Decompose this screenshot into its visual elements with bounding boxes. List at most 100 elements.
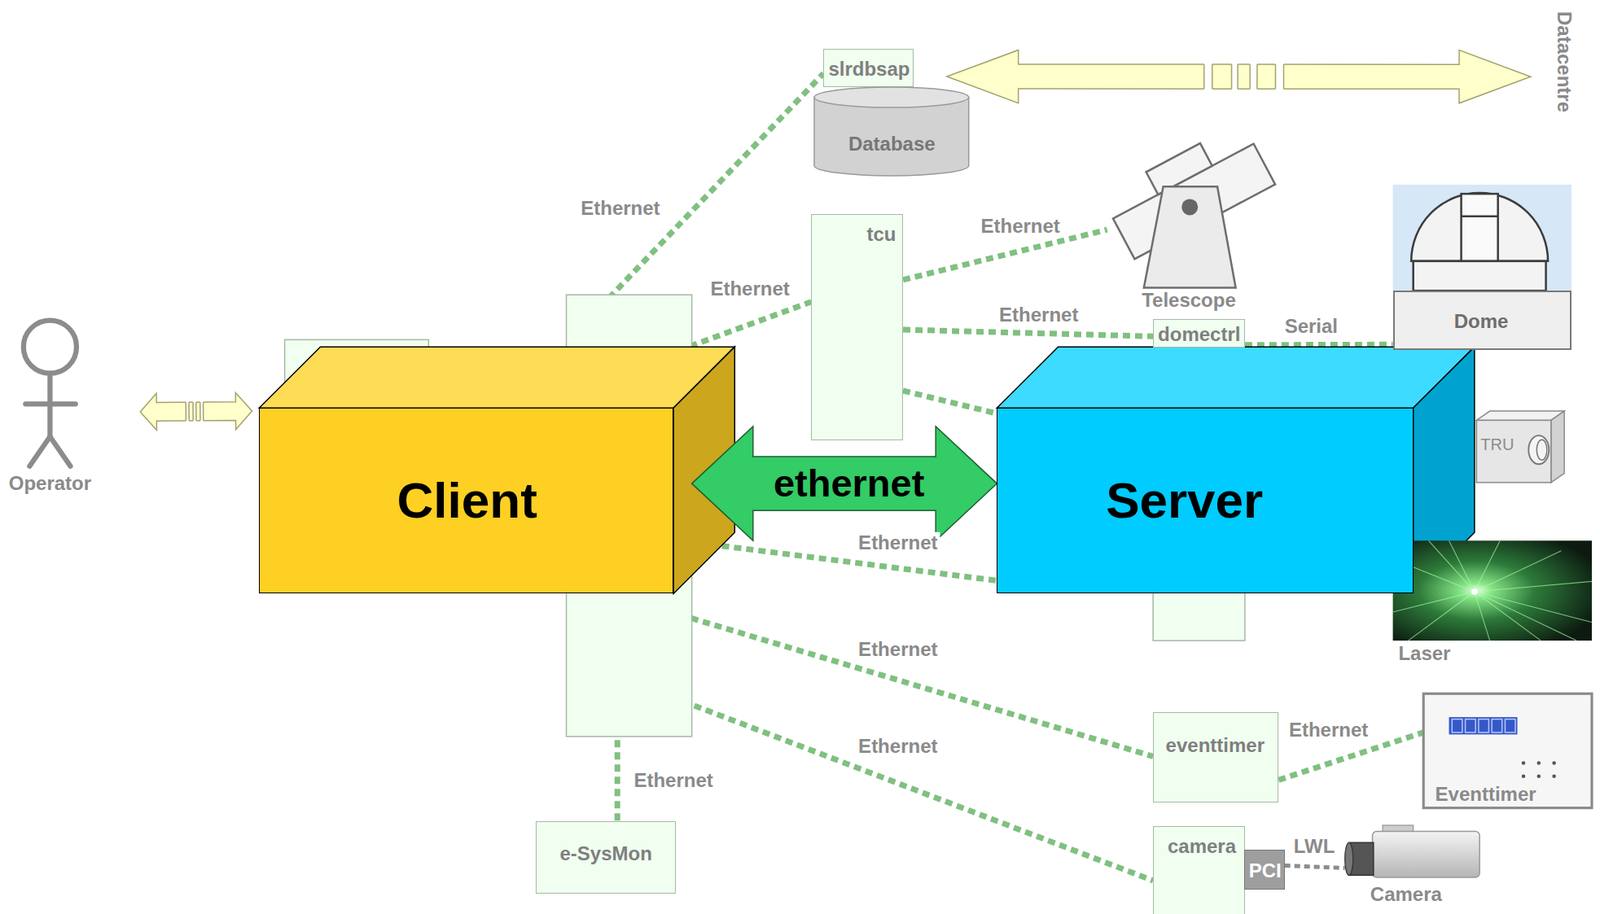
process-box: e-SysMon bbox=[535, 821, 676, 895]
dome-illustration bbox=[1393, 184, 1572, 291]
laser-image bbox=[1393, 591, 1475, 613]
eventtimer-device bbox=[1423, 693, 1592, 808]
node-text: e-SysMon bbox=[559, 842, 652, 866]
eventtimer-device bbox=[1521, 775, 1526, 780]
link-label: Ethernet bbox=[996, 304, 1081, 326]
laser-image bbox=[1474, 591, 1541, 641]
block-arrow bbox=[946, 49, 1531, 103]
break-mark bbox=[1203, 64, 1206, 89]
operator-figure bbox=[23, 320, 77, 467]
operator-figure bbox=[25, 401, 75, 407]
server-3d-faces bbox=[996, 346, 1474, 594]
break-mark bbox=[192, 400, 197, 423]
laser-image bbox=[1474, 591, 1577, 641]
break-mark bbox=[202, 402, 205, 421]
break-mark bbox=[1249, 62, 1258, 91]
break-mark bbox=[1231, 62, 1239, 91]
block-arrow bbox=[946, 49, 1531, 103]
eventtimer-device bbox=[1521, 761, 1526, 766]
link-label: Ethernet bbox=[631, 769, 715, 791]
break-mark bbox=[1231, 64, 1233, 89]
dome-box: Dome bbox=[1393, 290, 1572, 351]
link-label: Ethernet bbox=[855, 736, 940, 758]
process-box: tcu bbox=[810, 214, 904, 441]
node-text: eventtimer bbox=[1166, 734, 1265, 758]
node-text: PCI bbox=[1249, 859, 1282, 883]
node-text: camera bbox=[1167, 835, 1237, 859]
break-mark bbox=[192, 402, 194, 421]
telescope-icon bbox=[1181, 198, 1198, 215]
eventtimer-device bbox=[1521, 761, 1557, 779]
operator-figure bbox=[29, 436, 50, 466]
cylinder-top bbox=[814, 87, 969, 108]
dome-illustration bbox=[1413, 261, 1547, 291]
process-box: eventtimer bbox=[1152, 712, 1279, 804]
tru-device bbox=[1528, 435, 1549, 465]
break-mark bbox=[185, 400, 189, 423]
eventtimer-node: Eventtimer bbox=[1423, 693, 1592, 808]
break-mark bbox=[199, 402, 202, 421]
server-3d-faces bbox=[996, 346, 1474, 408]
block-arrow bbox=[140, 393, 252, 431]
break-mark bbox=[1236, 64, 1239, 89]
eventtimer-device bbox=[1451, 719, 1463, 733]
break-mark bbox=[1204, 62, 1213, 91]
node-text: Datacentre bbox=[1552, 11, 1576, 113]
camera-icon bbox=[1345, 825, 1480, 878]
node-text: slrdbsap bbox=[828, 57, 910, 81]
eventtimer-device bbox=[1451, 719, 1516, 733]
break-mark bbox=[188, 402, 190, 421]
operator-figure bbox=[23, 320, 77, 374]
laser-image bbox=[1474, 591, 1592, 623]
laser-node: Laser bbox=[1393, 540, 1592, 667]
node-text: tcu bbox=[866, 223, 896, 246]
break-mark bbox=[1249, 64, 1251, 89]
camera-icon bbox=[1345, 842, 1354, 876]
block-arrow bbox=[140, 393, 252, 431]
laser-image bbox=[1474, 540, 1500, 592]
link-label: Ethernet bbox=[1286, 719, 1371, 741]
telescope-icon bbox=[1100, 121, 1276, 288]
break-mark bbox=[1211, 64, 1214, 89]
eventtimer-device bbox=[1491, 719, 1503, 733]
tru-device bbox=[1476, 411, 1565, 483]
datacentre-node: Datacentre bbox=[1547, 4, 1581, 121]
eventtimer-device bbox=[1478, 719, 1490, 733]
eventtimer-device bbox=[1551, 775, 1557, 780]
tru-node: TRU bbox=[1476, 411, 1565, 483]
dome-illustration bbox=[1411, 192, 1548, 262]
break-mark bbox=[1275, 64, 1277, 89]
database-cylinder: Database bbox=[813, 87, 970, 176]
link-label: Ethernet bbox=[707, 277, 792, 299]
eventtimer-device bbox=[1449, 717, 1518, 735]
eventtimer-device bbox=[1423, 693, 1592, 808]
eventtimer-device bbox=[1551, 761, 1557, 766]
eventtimer-device bbox=[1537, 775, 1542, 780]
laser-image bbox=[1428, 540, 1474, 592]
node-text: Telescope bbox=[1141, 289, 1237, 312]
client-3d-faces bbox=[258, 346, 735, 408]
eventtimer-device bbox=[1537, 761, 1542, 766]
node-text: Database bbox=[848, 132, 936, 156]
laser-image bbox=[1393, 540, 1592, 641]
fibre-link bbox=[1284, 865, 1346, 868]
laser-image bbox=[1474, 591, 1491, 641]
node-text: Camera bbox=[1370, 883, 1443, 907]
laser-image bbox=[1449, 540, 1475, 592]
link-label: Ethernet bbox=[855, 531, 940, 553]
break-mark bbox=[1283, 64, 1285, 89]
cylinder-body bbox=[814, 96, 969, 176]
node-text: domectrl bbox=[1157, 323, 1241, 347]
camera-icon bbox=[1372, 831, 1481, 877]
node-text: Dome bbox=[1454, 311, 1509, 334]
block-arrow bbox=[692, 426, 998, 541]
break-mark bbox=[200, 400, 204, 423]
link-label: Serial bbox=[1282, 315, 1341, 338]
laser-image bbox=[1407, 591, 1474, 641]
break-mark bbox=[1275, 62, 1284, 91]
break-mark bbox=[185, 402, 188, 421]
dome-illustration bbox=[1461, 214, 1499, 218]
dome-illustration bbox=[1461, 193, 1499, 262]
